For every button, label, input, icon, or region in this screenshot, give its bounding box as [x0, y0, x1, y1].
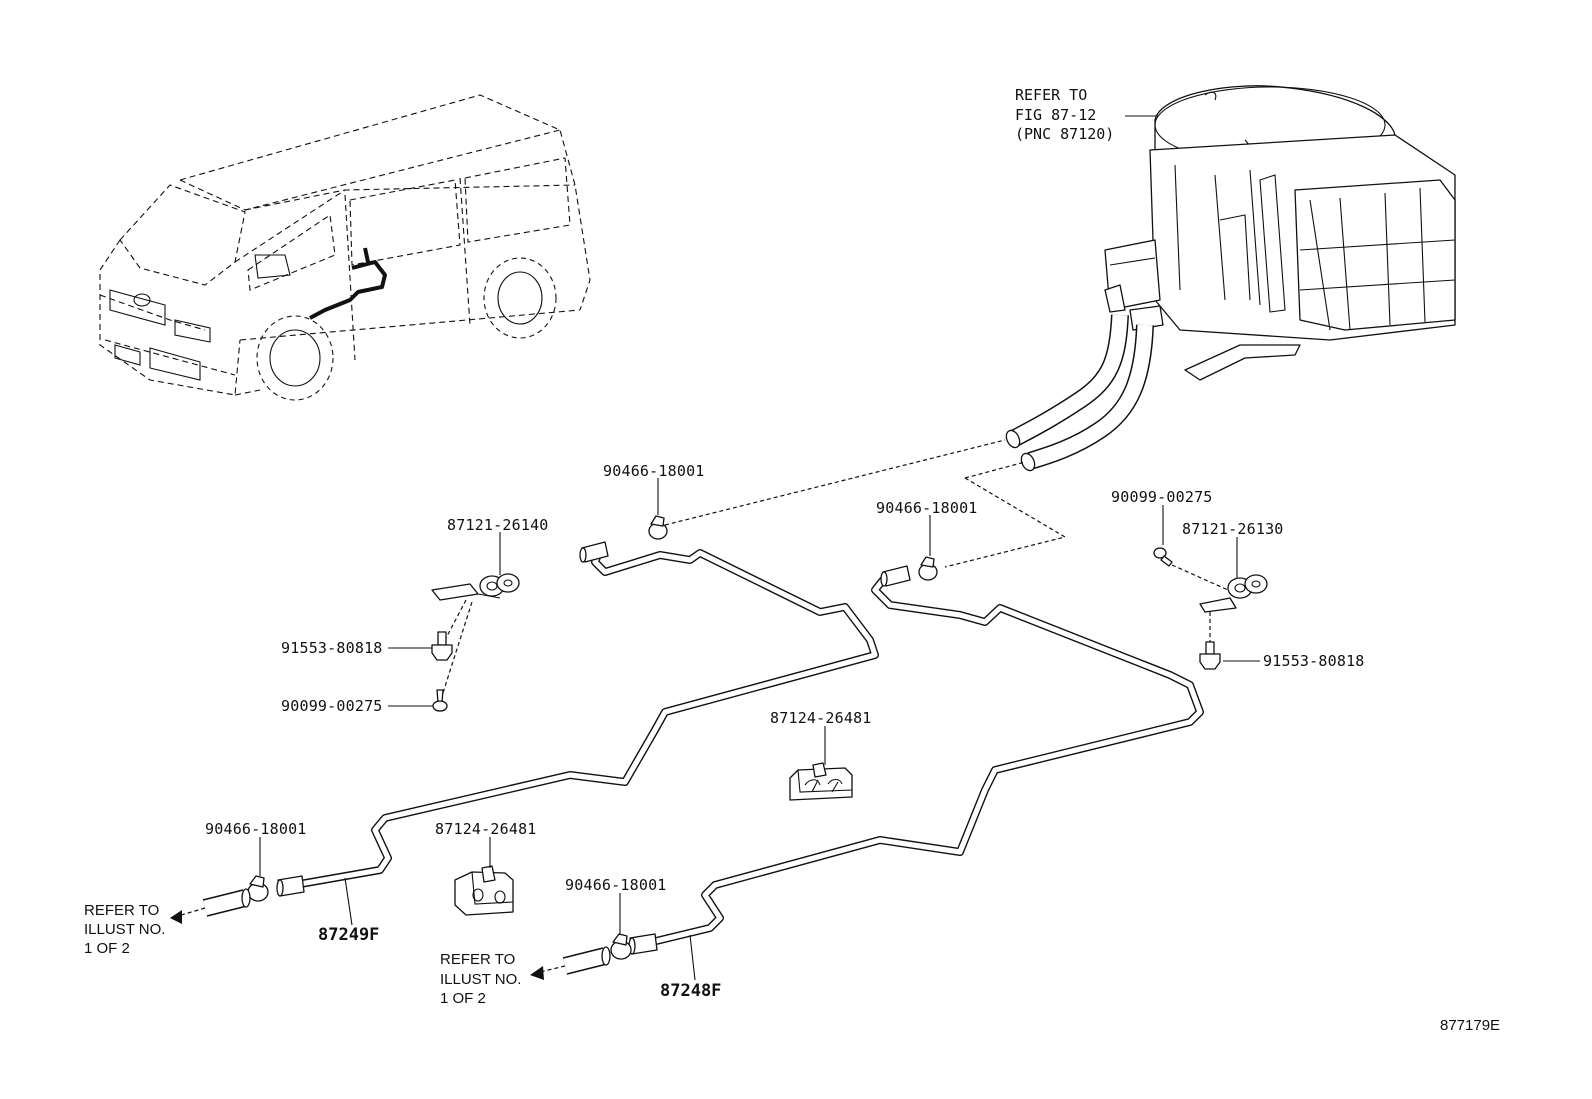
heater-ref-line3: (PNC 87120)	[1015, 125, 1114, 143]
part-label-bolt-left: 91553-80818	[281, 639, 383, 657]
left-ref-line3: 1 OF 2	[84, 940, 130, 957]
pipe-87248f	[648, 576, 1204, 946]
left-ref-line2: ILLUST NO.	[84, 921, 165, 938]
heater-hoses	[1005, 314, 1154, 472]
part-label-screw-right: 90099-00275	[1111, 488, 1213, 506]
screw-left-icon	[432, 689, 448, 712]
figure-code: 877179E	[1440, 1017, 1500, 1034]
rear-heater-unit	[1104, 85, 1456, 381]
part-label-clamp-bottom-left: 90466-18001	[205, 820, 307, 838]
part-label-bracket-right: 87121-26130	[1182, 520, 1284, 538]
heater-ref-line2: FIG 87-12	[1015, 106, 1096, 124]
part-label-clip-right: 87124-26481	[770, 709, 872, 727]
hose-clamp-icon	[247, 515, 938, 960]
pipe-bracket-left-icon	[431, 573, 520, 601]
pipe-clip-right-icon	[789, 762, 853, 801]
part-label-clamp-top-mid: 90466-18001	[876, 499, 978, 517]
leader-lines	[259, 115, 1260, 981]
van-illustration	[99, 94, 591, 401]
screw-right-icon	[1153, 547, 1173, 567]
pipe-bracket-right-icon	[1199, 574, 1268, 613]
part-label-clamp-top-left: 90466-18001	[603, 462, 705, 480]
heater-ref-line1: REFER TO	[1015, 86, 1087, 104]
pipe-87249f	[296, 546, 879, 888]
left-ref-line1: REFER TO	[84, 902, 159, 919]
flange-bolt-right-icon	[1199, 641, 1221, 670]
right-ref-line1: REFER TO	[440, 951, 515, 968]
part-label-bracket-left: 87121-26140	[447, 516, 549, 534]
part-label-clip-left: 87124-26481	[435, 820, 537, 838]
flange-bolt-left-icon	[431, 631, 453, 661]
right-ref-line2: ILLUST NO.	[440, 971, 521, 988]
right-ref-line3: 1 OF 2	[440, 990, 486, 1007]
part-label-clamp-bottom-mid: 90466-18001	[565, 876, 667, 894]
part-label-bolt-right: 91553-80818	[1263, 652, 1365, 670]
part-label-screw-left: 90099-00275	[281, 697, 383, 715]
connecting-hose-right	[530, 946, 611, 980]
pipe-clip-left-icon	[454, 865, 514, 916]
pipe-fittings	[276, 541, 911, 955]
part-label-pipe-outlet: 87249F	[318, 925, 379, 945]
connecting-hose-left	[170, 888, 251, 924]
part-label-pipe-inlet: 87248F	[660, 981, 721, 1001]
